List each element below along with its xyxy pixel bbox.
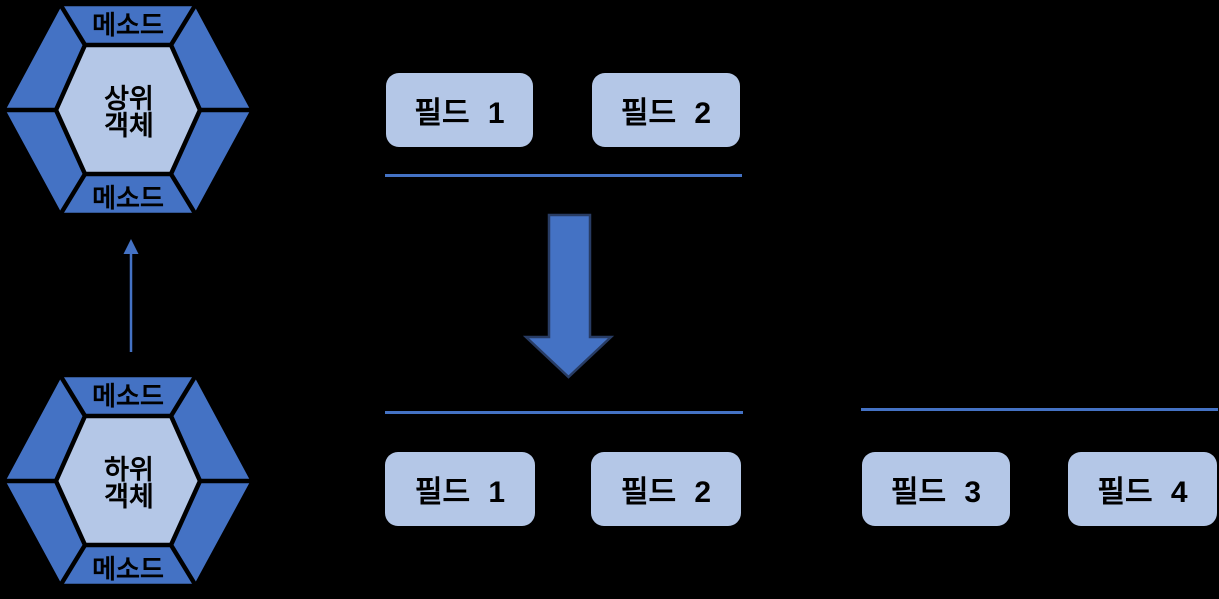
inheritance-up-arrow [123, 239, 139, 352]
parent-fields-divider-line [385, 174, 742, 177]
child-field-4-box: 필드 4 [1068, 452, 1217, 526]
parent-field-2-box: 필드 2 [592, 73, 740, 147]
child-method-bottom-label: 메소드 [92, 554, 164, 584]
up-arrow-head-icon [123, 239, 139, 254]
parent-object-hexagon: 메소드 상위 객체 메소드 [0, 1, 256, 218]
child-field-3-box: 필드 3 [862, 452, 1010, 526]
parent-field-1-box: 필드 1 [386, 73, 533, 147]
segment-divider-top-left [58, 2, 87, 47]
child-own-fields-divider-line [861, 408, 1218, 411]
child-inherited-fields-divider-line [385, 411, 743, 414]
child-method-top-label: 메소드 [92, 381, 164, 411]
child-field-2-box: 필드 2 [591, 452, 741, 526]
down-arrow-icon [522, 213, 615, 379]
segment-divider-top-right [169, 2, 198, 47]
segment-divider-bottom-right [169, 172, 198, 217]
segment-divider-bottom-right [169, 543, 198, 588]
child-title-line1: 하위 [104, 455, 154, 485]
parent-method-top-label: 메소드 [92, 10, 164, 40]
child-field-1-box: 필드 1 [385, 452, 535, 526]
segment-divider-top-left [58, 373, 87, 418]
parent-title-line1: 상위 [104, 84, 154, 114]
segment-divider-bottom-left [58, 543, 87, 588]
segment-divider-top-right [169, 373, 198, 418]
parent-method-bottom-label: 메소드 [92, 183, 164, 213]
child-object-hexagon: 메소드 하위 객체 메소드 [0, 372, 256, 589]
child-title-line2: 객체 [104, 482, 154, 512]
parent-title-line2: 객체 [104, 111, 154, 141]
segment-divider-bottom-left [58, 172, 87, 217]
